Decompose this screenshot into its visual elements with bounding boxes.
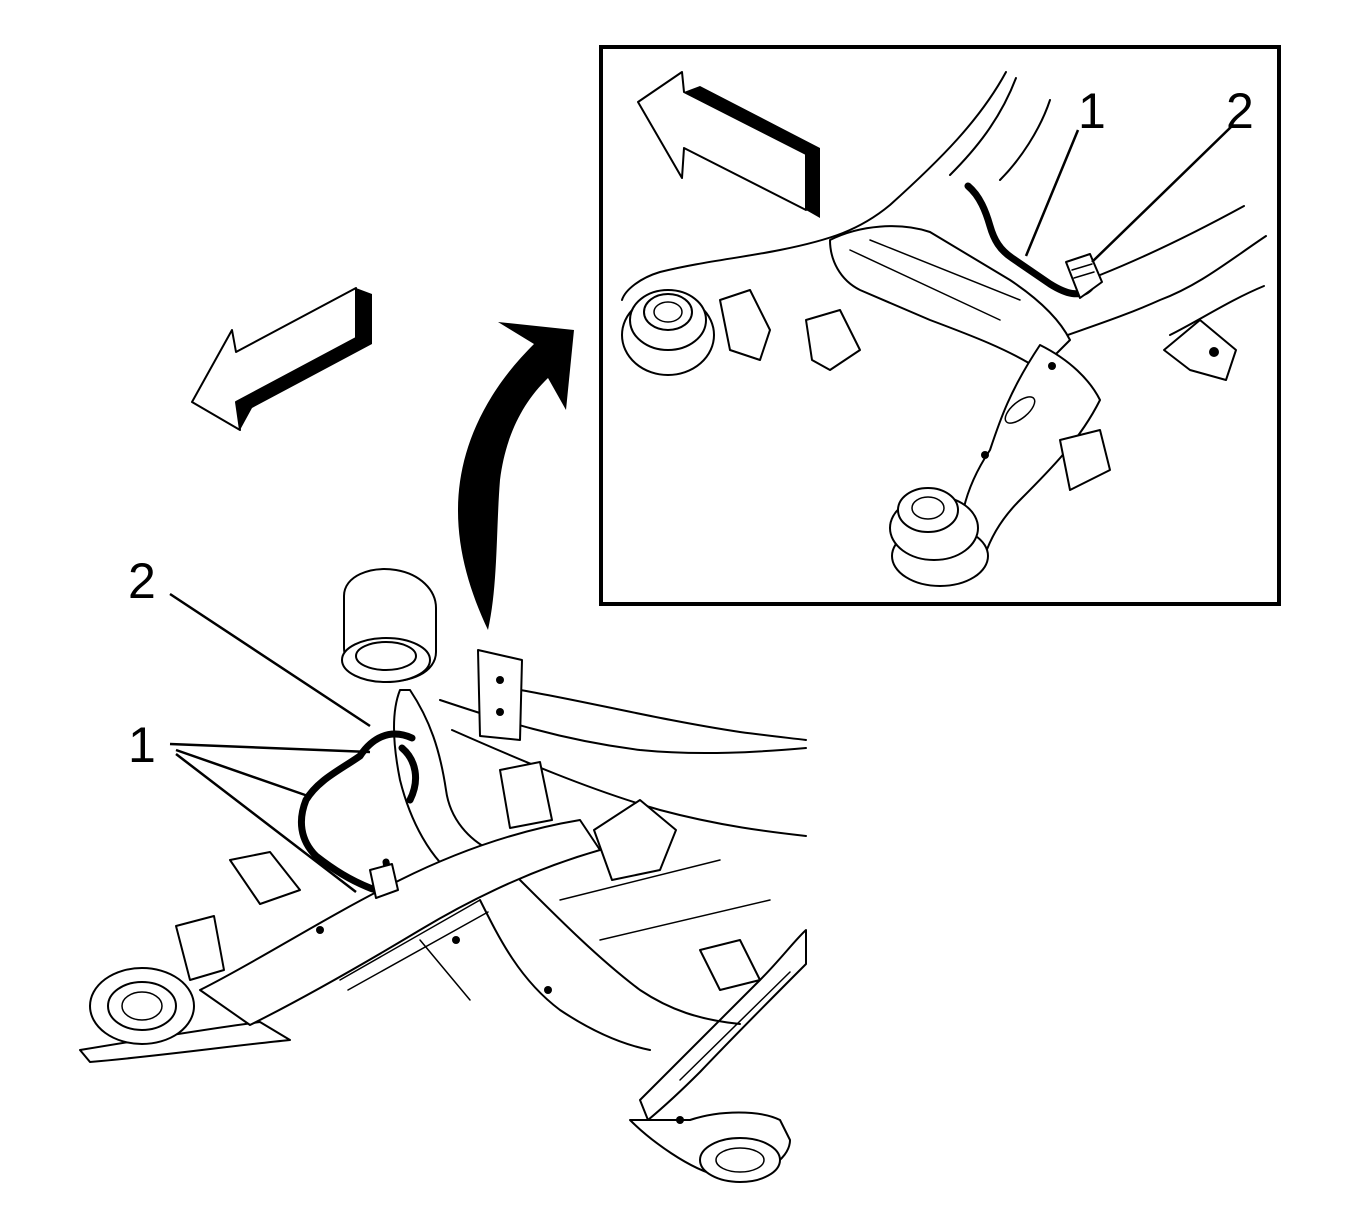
main-callout-2: 2 (128, 553, 156, 609)
detail-connector (1065, 253, 1103, 299)
detail-view: 1 2 (599, 45, 1281, 606)
main-callout-1: 1 (128, 717, 156, 773)
main-direction-arrow-icon (191, 287, 372, 431)
main-lower-right-bushing (629, 1111, 791, 1183)
detail-direction-arrow-icon (637, 71, 820, 218)
main-connector (369, 863, 399, 899)
detail-leader-1 (1024, 129, 1080, 257)
detail-callout-1: 1 (1078, 83, 1106, 139)
main-leader-2 (169, 592, 371, 728)
main-leader-1b (175, 748, 309, 798)
detail-lower-bushing (889, 487, 989, 587)
curved-zoom-arrow-icon (457, 322, 574, 630)
detail-callout-2: 2 (1226, 83, 1254, 139)
detail-subframe-drawing (621, 71, 1267, 587)
main-subframe-drawing (79, 568, 807, 1183)
main-upper-bushing (341, 568, 437, 683)
detail-leader-2 (1091, 125, 1233, 263)
detail-left-bushing (621, 289, 715, 376)
main-leader-1c (175, 753, 357, 893)
main-leader-1a (169, 742, 371, 754)
main-left-bushing (89, 967, 195, 1045)
